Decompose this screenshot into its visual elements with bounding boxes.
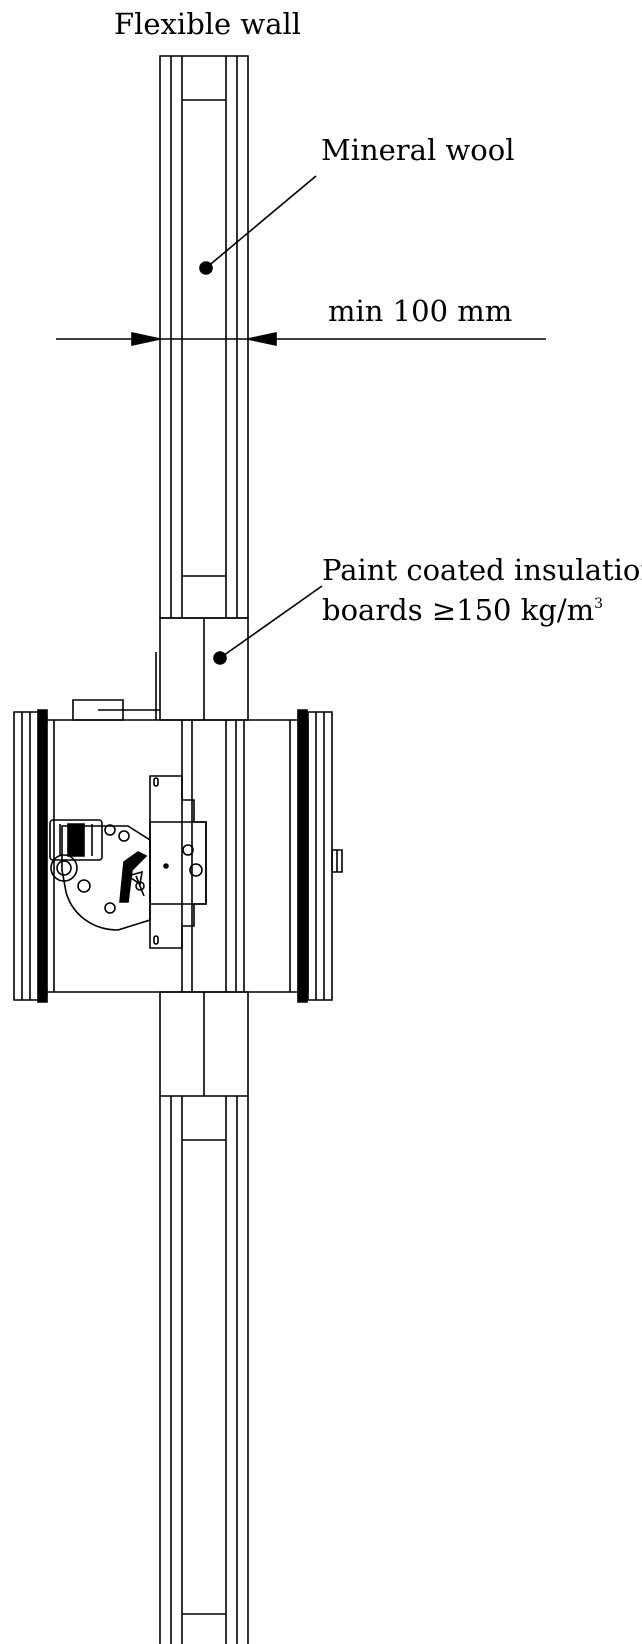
fuse-knob: [51, 855, 77, 881]
plate-slot-bottom: [154, 936, 158, 944]
dimension-arrow-right: [248, 333, 276, 345]
bracket-box: [150, 822, 206, 904]
fuse-ring: [78, 880, 90, 892]
right-spigot: [308, 712, 332, 1000]
wall-thickness-dimension: [56, 333, 546, 345]
insulation-label-line2: boards ≥150 kg/m3: [322, 596, 603, 625]
insulation-leader-dot: [214, 652, 226, 664]
dimension-arrow-left: [132, 333, 160, 345]
mineral-wool-leader: [206, 176, 316, 268]
insulation-label-superscript: 3: [594, 596, 604, 612]
mineral-wool-leader-dot: [200, 262, 212, 274]
actuator-block: [50, 820, 102, 860]
diagram-title: Flexible wall: [114, 7, 302, 41]
left-seal-ring: [38, 710, 47, 1002]
leader-lines: [200, 176, 322, 664]
lower-wall: [160, 1096, 248, 1644]
plate-slot-top: [154, 778, 158, 786]
mounting-plate: [150, 776, 206, 948]
mineral-wool-label: Mineral wool: [321, 133, 515, 167]
bracket-screw-top: [183, 845, 193, 855]
housing-screw-2: [119, 831, 129, 841]
lower-insulation-boards: [160, 992, 248, 1096]
upper-insulation-boards: [156, 618, 248, 720]
fire-damper-body: [14, 700, 342, 1002]
fuse-knob-inner: [57, 861, 71, 875]
housing-screw-1: [105, 825, 115, 835]
insulation-label-text: boards ≥150 kg/m: [322, 593, 595, 627]
dimension-label: min 100 mm: [328, 294, 513, 328]
right-seal-ring: [298, 710, 307, 1002]
release-lever: [120, 852, 146, 902]
bracket-dot: [164, 864, 168, 868]
actuator-core: [68, 824, 84, 856]
lever-arrow: [128, 872, 142, 884]
bracket-screw-mid: [190, 864, 202, 876]
handle-housing: [62, 826, 150, 930]
insulation-label-line1: Paint coated insulation: [322, 553, 642, 587]
damper-casing: [46, 720, 308, 992]
insulation-leader: [220, 586, 322, 658]
housing-screw-3: [105, 903, 115, 913]
upper-wall-outline: [160, 56, 248, 618]
release-mechanism: [50, 776, 206, 948]
upper-wall: [160, 56, 248, 618]
lever-pointer: [136, 876, 144, 896]
